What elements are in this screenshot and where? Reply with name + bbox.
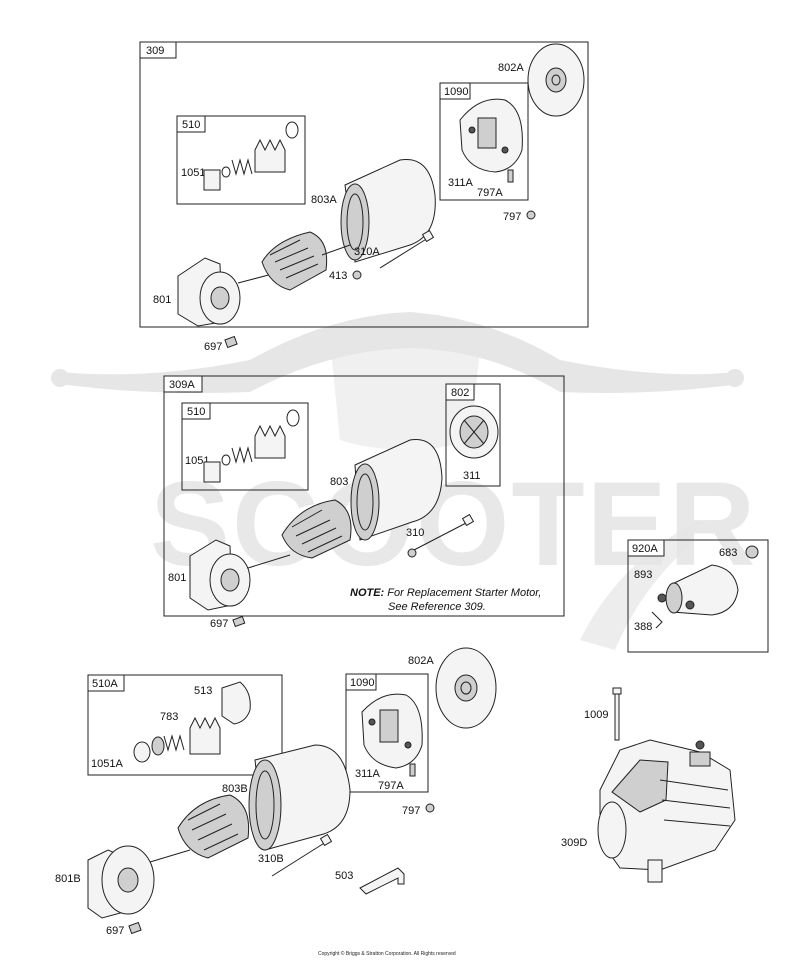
callout-311: 311 [463, 470, 481, 482]
washer-part [352, 270, 362, 280]
callout-697-mid: 697 [210, 618, 228, 630]
commutator-end-part [449, 405, 499, 459]
callout-311A-top: 311A [448, 177, 474, 189]
armature-part-bottom [149, 794, 250, 863]
callout-309D: 309D [561, 837, 587, 849]
callout-797A-bottom: 797A [378, 780, 404, 792]
note-bold: NOTE: [350, 587, 385, 599]
end-plate-part-bottom [435, 647, 497, 729]
housing-part-mid [350, 438, 443, 541]
note-line1: For Replacement Starter Motor, [384, 587, 541, 599]
group-label-309A: 309A [169, 379, 195, 391]
drive-end-cap-part-bottom [87, 845, 155, 919]
group-label-510A: 510A [92, 678, 118, 690]
callout-893: 893 [634, 569, 652, 581]
starter-motor-assembly-part [597, 739, 736, 883]
group-label-1090-bottom: 1090 [350, 677, 374, 689]
thru-bolt-part [379, 237, 429, 269]
solenoid-part [651, 564, 739, 629]
group-309: 309 510 1051 1090 311A 797A 802A [139, 41, 589, 328]
group-label-510-top: 510 [182, 119, 200, 131]
spring-part [231, 158, 253, 176]
armature-part [237, 231, 351, 291]
callout-1009: 1009 [584, 709, 608, 721]
pin-part [203, 169, 221, 191]
group-1090-bottom: 1090 311A 797A [345, 673, 429, 793]
group-label-920A: 920A [632, 543, 658, 555]
callout-801-mid: 801 [168, 572, 186, 584]
bracket-part [359, 867, 405, 895]
group-label-1090-top: 1090 [444, 86, 468, 98]
callout-801-top: 801 [153, 294, 171, 306]
group-label-802: 802 [451, 387, 469, 399]
watermark: SCOOTER [51, 312, 755, 650]
drive-assembly-part [133, 681, 251, 763]
callout-1051-mid: 1051 [185, 455, 209, 467]
group-label-309: 309 [146, 45, 164, 57]
group-309A: 309A 510 1051 802 311 803 [163, 375, 565, 617]
callout-802A-top: 802A [498, 62, 524, 74]
housing-part-bottom [248, 744, 351, 851]
callout-783: 783 [160, 711, 178, 723]
screw-part [224, 335, 238, 349]
callout-797-top: 797 [503, 211, 521, 223]
nut-part [526, 210, 536, 220]
callout-310B: 310B [258, 853, 284, 865]
note-text: NOTE: For Replacement Starter Motor, [350, 587, 541, 599]
pinion-gear-part [254, 138, 286, 173]
callout-801B: 801B [55, 873, 81, 885]
callout-311A-bottom: 311A [355, 768, 381, 780]
callout-803B: 803B [222, 783, 248, 795]
callout-1051-top: 1051 [181, 167, 205, 179]
callout-413: 413 [329, 270, 347, 282]
callout-797A-top: 797A [477, 187, 503, 199]
callout-797-bottom: 797 [402, 805, 420, 817]
group-label-510-mid: 510 [187, 406, 205, 418]
long-bolt-part [612, 687, 622, 741]
brush-plate-part [459, 98, 523, 173]
callout-697-bottom: 697 [106, 925, 124, 937]
callout-388: 388 [634, 621, 652, 633]
callout-803A: 803A [311, 194, 337, 206]
group-510A: 510A 513 783 1051A [87, 674, 283, 776]
callout-503: 503 [335, 870, 353, 882]
callout-310A: 310A [354, 246, 380, 258]
callout-310: 310 [406, 527, 424, 539]
copyright-text: Copyright © Briggs & Stratton Corporatio… [318, 950, 456, 957]
callout-683: 683 [719, 547, 737, 559]
callout-803: 803 [330, 476, 348, 488]
group-920A: 920A 683 893 388 [627, 539, 769, 653]
note-line2: See Reference 309. [388, 601, 486, 613]
armature-part-mid [247, 499, 352, 569]
end-plate-part [527, 43, 585, 117]
housing-part [340, 158, 436, 263]
drive-end-cap-part [177, 257, 241, 327]
callout-697-top: 697 [204, 341, 222, 353]
callout-1051A: 1051A [91, 758, 123, 770]
callout-513: 513 [194, 685, 212, 697]
callout-802A-bottom: 802A [408, 655, 434, 667]
